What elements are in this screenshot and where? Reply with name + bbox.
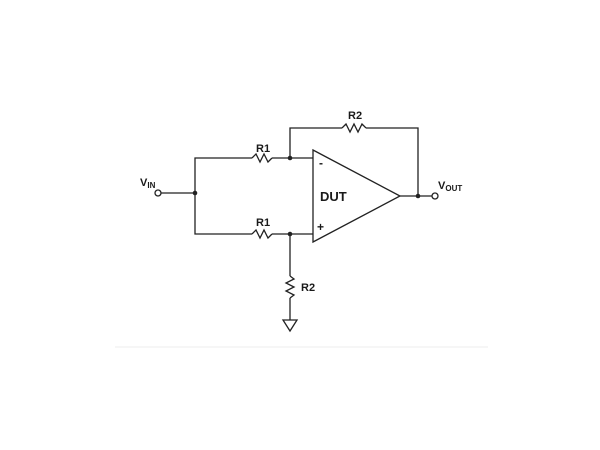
inverting-sign: -: [319, 156, 323, 170]
vin-label: VIN: [140, 177, 156, 190]
r2-ground-resistor: [284, 275, 296, 299]
r2-ground-label: R2: [301, 282, 315, 294]
noninverting-sign: +: [317, 220, 324, 234]
r1-top-label: R1: [256, 143, 270, 155]
feedback-right-wire: [366, 127, 419, 196]
vout-label: VOUT: [438, 180, 462, 193]
opamp-label: DUT: [320, 189, 347, 204]
vout-terminal: [431, 192, 439, 200]
bottom-branch-wire: [194, 193, 252, 235]
vin-terminal: [154, 189, 162, 197]
feedback-left-wire: [289, 127, 342, 158]
r1-bottom-label: R1: [256, 217, 270, 229]
top-branch-wire: [194, 157, 252, 193]
r1-bottom-resistor: [251, 228, 273, 240]
r2-feedback-label: R2: [348, 110, 362, 122]
r1-top-resistor: [251, 152, 273, 164]
r2-feedback-resistor: [341, 122, 367, 134]
output-node-dot: [415, 193, 421, 199]
opamp-triangle: [312, 148, 402, 244]
ground-icon: [281, 319, 299, 333]
